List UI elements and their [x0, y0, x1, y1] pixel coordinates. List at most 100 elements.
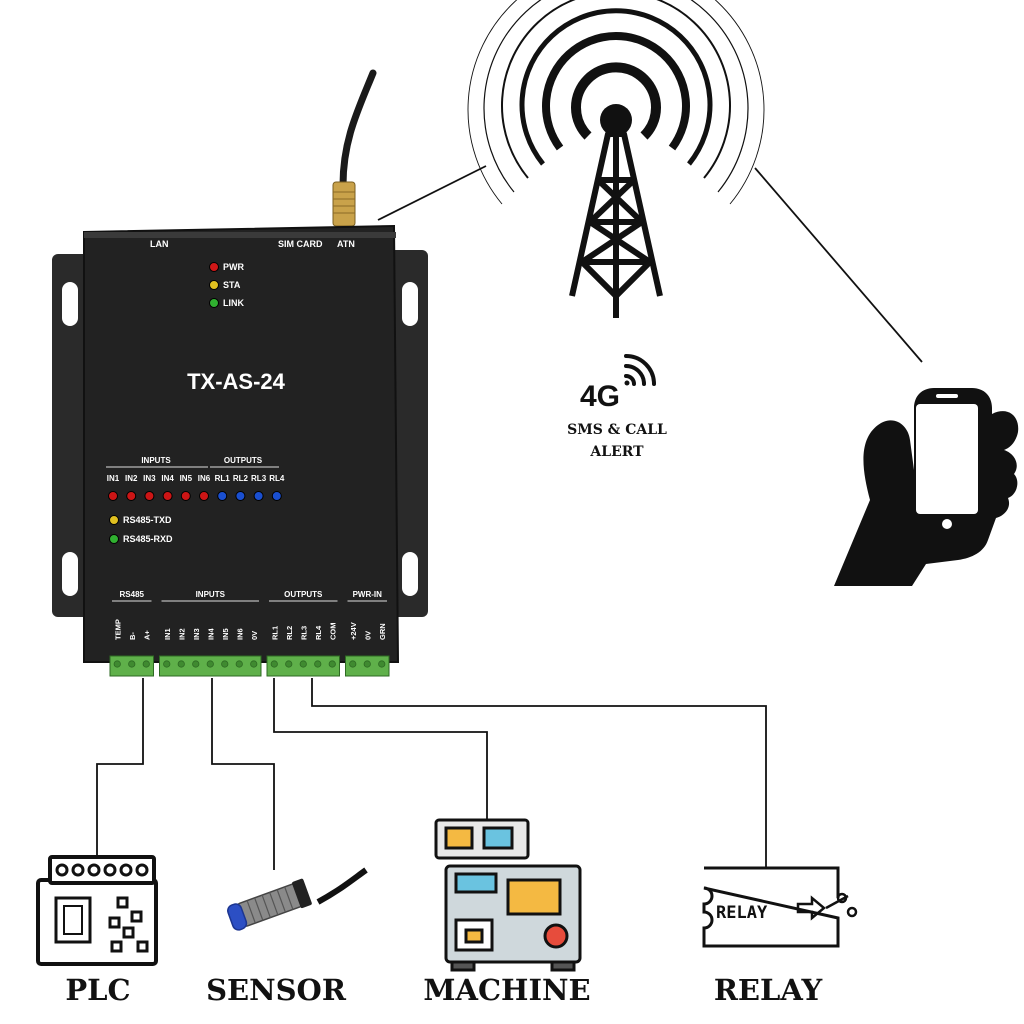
status-led-label: STA	[223, 280, 241, 290]
io-led	[126, 491, 137, 501]
terminal-pin-label: COM	[328, 623, 337, 641]
terminal-group: OUTPUTS RL1 RL2 RL3 RL4 COM	[266, 590, 340, 677]
mounting-flange-right	[388, 250, 428, 617]
rs485-led-label: RS485-RXD	[123, 534, 173, 544]
mounting-flange-left	[52, 254, 92, 617]
port-label-atn: ATN	[337, 239, 355, 249]
antenna-connector	[332, 181, 356, 227]
terminal-group-title: OUTPUTS	[284, 590, 323, 599]
terminal-screw	[206, 660, 214, 668]
sensor-label: SENSOR	[206, 973, 347, 1007]
machine-label: MACHINE	[423, 973, 590, 1007]
rs485-led	[109, 534, 119, 544]
terminal-screw	[349, 660, 357, 668]
machine-wire	[273, 678, 488, 820]
plc-icon	[36, 855, 158, 966]
status-led	[209, 298, 219, 308]
terminal-screw	[378, 660, 386, 668]
terminal-screw	[192, 660, 200, 668]
terminal-pin-label: A+	[142, 630, 151, 640]
io-led-label: RL4	[269, 474, 285, 483]
io-led-label: IN3	[143, 474, 156, 483]
terminal-pin-label: IN4	[206, 628, 215, 641]
tower-frame	[569, 131, 663, 318]
terminal-pin-label: GRN	[378, 623, 387, 640]
cell-tower	[467, 0, 765, 318]
io-led	[235, 491, 246, 501]
terminal-screw	[328, 660, 336, 668]
terminal-group: PWR-IN +24V 0V GRN	[345, 590, 390, 677]
sensor-wire	[211, 678, 275, 870]
outputs-header: OUTPUTS	[224, 456, 263, 465]
terminal-screw	[250, 660, 258, 668]
wifi-icon	[624, 354, 656, 386]
status-led	[209, 280, 219, 290]
phone-in-hand-icon	[834, 388, 1019, 586]
terminal-screw	[299, 660, 307, 668]
sensor-icon	[227, 867, 368, 931]
alert-text-line2: ALERT	[589, 444, 644, 460]
io-led-label: IN1	[107, 474, 120, 483]
io-led-label: IN6	[198, 474, 211, 483]
tower-beacon	[600, 104, 632, 136]
terminal-pin-label: 0V	[363, 631, 372, 640]
terminal-screw	[113, 660, 121, 668]
terminal-group-title: PWR-IN	[353, 590, 383, 599]
terminal-pin-label: RL4	[314, 625, 323, 640]
plc-wire	[96, 678, 144, 855]
terminal-pin-label: IN2	[177, 628, 186, 640]
terminal-screw	[285, 660, 293, 668]
status-led	[209, 262, 219, 272]
terminal-pin-label: RL1	[270, 626, 279, 640]
io-led	[217, 491, 228, 501]
io-led-label: IN2	[125, 474, 138, 483]
rs485-led-group: RS485-TXD RS485-RXD	[109, 515, 173, 544]
port-label-sim-card: SIM CARD	[278, 239, 323, 249]
plc-label: PLC	[65, 973, 130, 1007]
io-led	[271, 491, 282, 501]
relay-label: RELAY	[714, 973, 823, 1007]
device-model: TX-AS-24	[187, 369, 286, 394]
terminal-pin-label: +24V	[349, 622, 358, 640]
terminal-pin-label: RL2	[285, 626, 294, 640]
mount-slot	[402, 282, 418, 326]
terminal-screw	[177, 660, 185, 668]
mount-slot	[62, 552, 78, 596]
connection-lines	[96, 165, 923, 870]
terminal-pin-label: RL3	[299, 626, 308, 640]
terminal-pin-label: IN3	[192, 628, 201, 640]
terminal-screw	[163, 660, 171, 668]
relay-icon-text: RELAY	[716, 903, 768, 923]
terminal-screw	[363, 660, 371, 668]
io-led-label: RL1	[215, 474, 231, 483]
device-body	[83, 224, 400, 663]
antenna-cable	[339, 69, 377, 189]
phone-screen	[916, 404, 978, 514]
mount-slot	[402, 552, 418, 596]
terminal-screw	[235, 660, 243, 668]
phone-home-button	[942, 519, 952, 529]
io-led	[144, 491, 155, 501]
status-led-label: PWR	[223, 262, 244, 272]
inputs-header: INPUTS	[141, 456, 171, 465]
terminal-screw	[314, 660, 322, 668]
terminal-screw	[270, 660, 278, 668]
terminal-pin-label: 0V	[250, 631, 259, 640]
relay-icon: RELAY	[702, 866, 858, 948]
terminal-pin-label: IN1	[163, 628, 172, 640]
io-led-label: RL2	[233, 474, 249, 483]
port-label-lan: LAN	[150, 239, 169, 249]
4g-label: 4G	[580, 380, 620, 413]
tower-to-phone-line	[754, 167, 923, 363]
terminal-screw	[221, 660, 229, 668]
io-led	[180, 491, 191, 501]
terminal-screw	[142, 660, 150, 668]
rs485-led-label: RS485-TXD	[123, 515, 172, 525]
terminal-group-title: INPUTS	[196, 590, 226, 599]
io-led-label: IN5	[180, 474, 193, 483]
